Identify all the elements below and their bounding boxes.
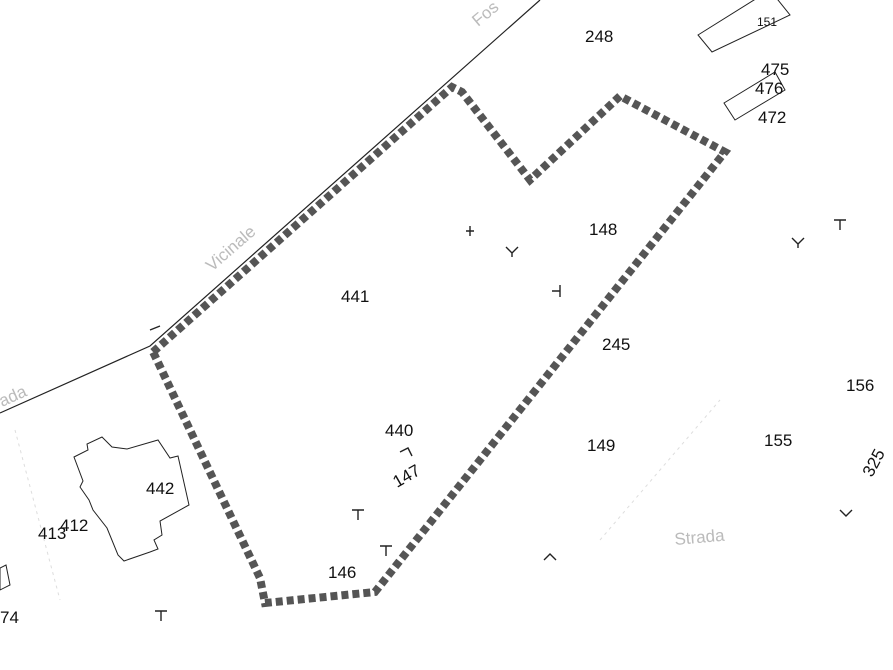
road-name-vicinale: Vicinale: [202, 222, 259, 275]
boundary-symbols: [149, 219, 853, 621]
parcel-label: 413: [38, 524, 66, 543]
parcel-label: 440: [385, 421, 413, 440]
parcel-boundary: [148, 82, 732, 608]
parcel-label: 149: [587, 436, 615, 455]
parcel-label: 441: [341, 287, 369, 306]
parcel-label: 155: [764, 431, 792, 450]
building-442: [73, 436, 190, 562]
parcel-label: 476: [755, 79, 783, 98]
parcel-label: 147: [390, 461, 424, 492]
parcel-label: 442: [146, 479, 174, 498]
road-name-fos: Fos: [468, 0, 502, 30]
parcel-label: 412: [60, 516, 88, 535]
parcel-label: 248: [585, 27, 613, 46]
road-edge-faint: [14, 429, 61, 601]
parcel-label: 74: [0, 608, 19, 627]
parcel-label: 156: [846, 376, 874, 395]
parcel-label: 475: [761, 60, 789, 79]
parcel-label: 148: [589, 220, 617, 239]
parcel-label: 325: [859, 446, 889, 480]
parcel-label: 151: [757, 15, 777, 29]
parcel-label: 472: [758, 108, 786, 127]
parcel-label: 146: [328, 563, 356, 582]
road-edge-faint: [599, 399, 721, 541]
road-edge: [0, 0, 541, 414]
parcel-label: 245: [602, 335, 630, 354]
road-name-strada: Strada: [674, 526, 726, 549]
building: [0, 564, 11, 591]
building: [697, 0, 791, 53]
building: [723, 71, 786, 121]
